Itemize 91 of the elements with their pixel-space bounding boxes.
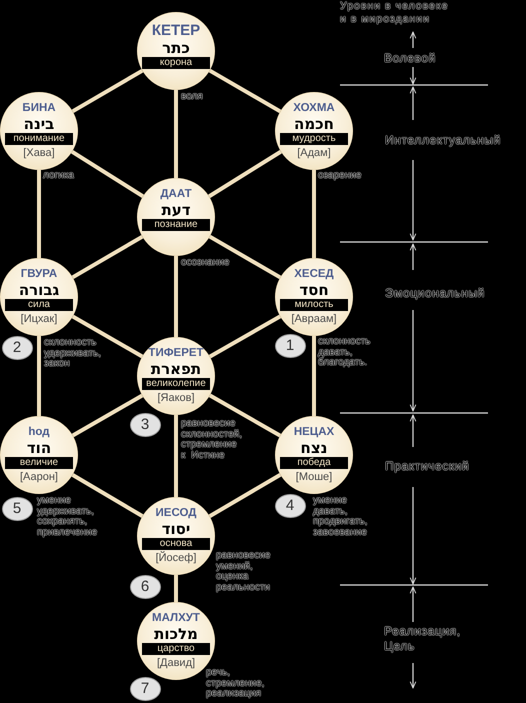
person-name: [Хава] (23, 147, 55, 160)
level-label: Эмоциональный (385, 286, 485, 301)
callout-number: 6 (130, 575, 160, 599)
connector-line (312, 170, 316, 258)
person-name: [Ицхак] (20, 313, 58, 326)
sefira-circle (0, 258, 78, 336)
connector-line (70, 150, 144, 198)
description-text: воля (181, 92, 204, 102)
connector-line (174, 256, 178, 337)
description-text: умение удерживать, сохранять, привлечение (37, 496, 98, 538)
translation-band: мудрость (280, 133, 348, 145)
hebrew-name: בינה (24, 115, 54, 133)
description-text: осознание (181, 258, 230, 268)
hebrew-name: חכמה (294, 115, 334, 133)
hebrew-name: כתר (162, 39, 190, 57)
translation-band: познание (142, 219, 210, 231)
connector-line (208, 394, 282, 438)
translation-band: милость (280, 299, 348, 311)
connector-line (37, 170, 41, 258)
connector-line (37, 336, 41, 416)
connector-line (72, 394, 144, 438)
description-text: умение давать, продвигать, завоевание (313, 496, 368, 538)
connector-line (174, 575, 178, 602)
translation-band: величие (5, 457, 73, 469)
connector-line (208, 150, 282, 198)
sefira-name: ИЕСОД (156, 507, 196, 520)
sefira-name: БИНА (22, 102, 56, 115)
description-text: равновесие умений, оценка реальности (216, 551, 272, 593)
description-text: склонность давать, благодать. (318, 337, 372, 368)
description-text: речь, стремление, реализация (206, 668, 266, 700)
connector-line (174, 415, 178, 497)
description-text: склонность удерживать, закон (44, 338, 102, 370)
hebrew-name: הוד (26, 439, 52, 457)
connector-line (174, 90, 178, 178)
translation-band: царство (142, 643, 210, 655)
sefira-name: ГВУРА (20, 268, 58, 281)
hebrew-name: תפארת (150, 360, 202, 378)
level-label: Практический (385, 459, 470, 474)
person-name: [Адам] (297, 147, 331, 160)
person-name: [Йосеф] (156, 552, 196, 565)
hebrew-name: יסוד (162, 520, 190, 538)
hebrew-name: נצח (300, 439, 328, 457)
translation-band: основа (142, 538, 210, 550)
person-name: [Давид] (156, 657, 196, 670)
translation-band: корона (142, 57, 210, 69)
sefira-name: ДААТ (160, 188, 192, 201)
translation-band: сила (5, 299, 73, 311)
connector-line (208, 314, 282, 358)
translation-band: понимание (5, 133, 73, 145)
sefira-name: ТИФЕРЕТ (148, 347, 204, 360)
sefira-circle (137, 497, 215, 575)
connector-line (208, 473, 282, 518)
sefira-name: МАЛХУТ (152, 612, 200, 625)
connector-line (208, 68, 282, 114)
sefira-circle (0, 416, 78, 494)
description-text: логика (43, 171, 76, 182)
person-name: [Моше] (296, 471, 332, 484)
person-name: [Аарон] (20, 471, 58, 484)
level-label: Волевой (384, 51, 436, 66)
hebrew-name: גבורה (18, 281, 60, 299)
sefira-name: КЕТЕР (152, 22, 200, 39)
hebrew-name: מלכות (154, 625, 198, 643)
connector-line (72, 68, 144, 114)
hebrew-name: חסד (299, 281, 329, 299)
connector-line (312, 336, 316, 416)
hebrew-name: דעת (161, 201, 191, 219)
description-text: озарение (318, 171, 362, 182)
sefira-name: ХОХМА (293, 102, 335, 115)
person-name: [Авраам] (291, 313, 337, 326)
level-label: Реализация, Цель (384, 624, 462, 654)
sefira-circle (137, 337, 215, 415)
connector-line (72, 234, 144, 280)
callout-number: 1 (274, 334, 306, 358)
sefira-circle (275, 416, 353, 494)
callout-number: 4 (274, 494, 306, 518)
person-name: [Яаков] (157, 392, 195, 405)
translation-band: победа (280, 457, 348, 469)
sefira-name: hод (28, 426, 50, 439)
callout-number: 2 (2, 336, 32, 360)
sefira-name: ХЕСЕД (294, 268, 334, 281)
callout-number: 5 (2, 497, 32, 521)
level-label: Интеллектуальный (385, 133, 501, 148)
translation-band: великолепие (142, 378, 210, 390)
connector-line (72, 314, 144, 358)
callout-number: 7 (130, 677, 160, 701)
connector-line (72, 473, 144, 518)
scale-heading: Уровни в человеке и в мироздании (340, 0, 450, 26)
sefira-name: НЕЦАХ (294, 426, 334, 439)
connector-line (208, 234, 282, 280)
description-text: равновесие склонностей, стремление к Истине (181, 419, 243, 461)
callout-number: 3 (130, 413, 160, 437)
